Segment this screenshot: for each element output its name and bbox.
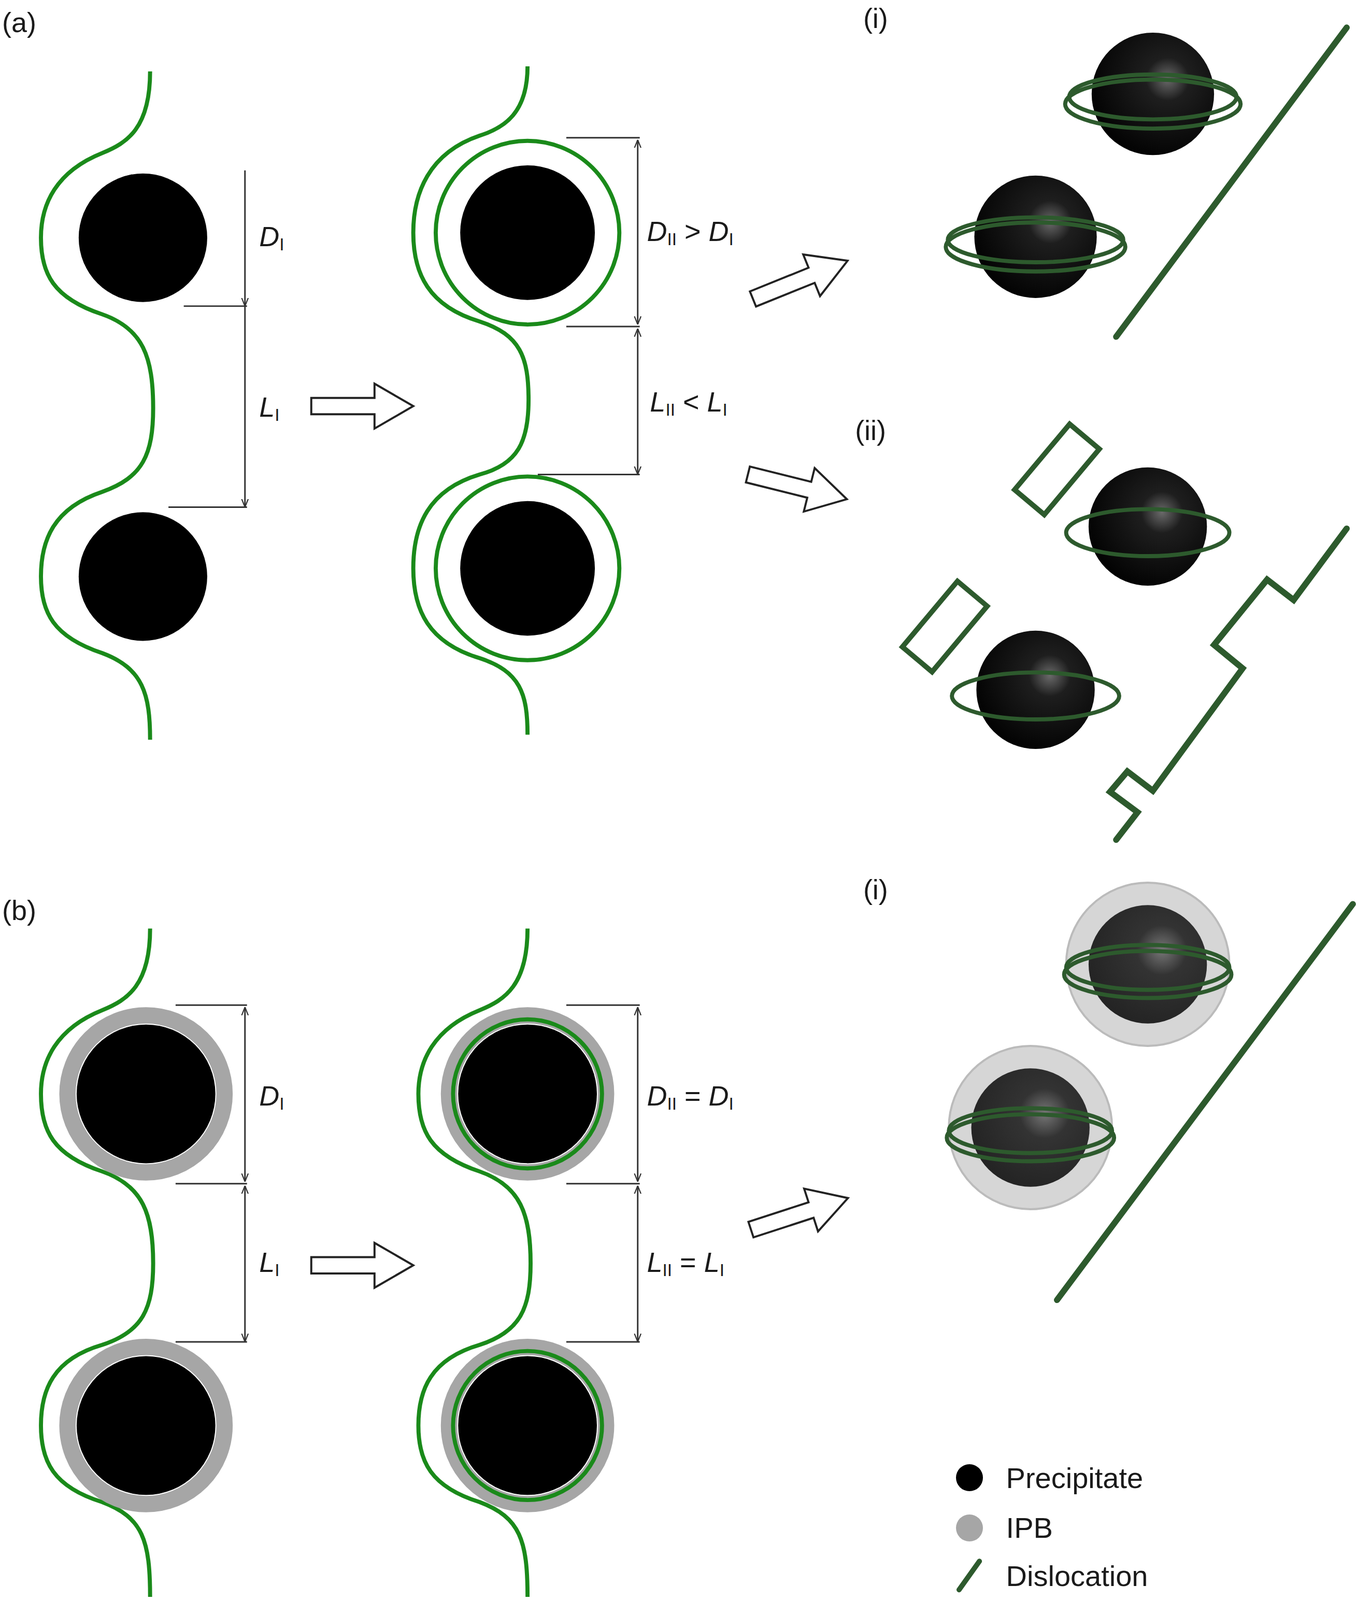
panel-a-i-3d [945,27,1347,337]
panel-label: (a) [2,7,37,38]
panel-a-looped [413,66,856,735]
panel-b-i-3d [946,882,1353,1300]
legend-text: IPB [1006,1511,1053,1544]
legend-text: Precipitate [1006,1461,1144,1494]
dimension-label: LII = LI [646,1246,725,1280]
panel-label: (i) [863,3,889,34]
panel-b-initial [40,928,414,1597]
dimension-label: DI [259,221,284,255]
legend-swatch [955,1463,983,1491]
legend-line-sample [959,1560,980,1590]
panel-label: (ii) [854,415,887,446]
panel-a-initial [40,71,414,740]
legend-text: Dislocation [1006,1559,1149,1592]
dimension-label: LI [259,391,280,425]
panel-label: (i) [863,874,889,905]
panel-b-looped [418,928,855,1597]
dimension-label: DII = DI [646,1080,734,1114]
dimension-label: LII < LI [649,386,728,420]
legend-swatch [955,1514,983,1541]
dimension-label: DII > DI [646,216,734,250]
dimension-label: LI [259,1246,280,1280]
dimension-label: DI [259,1080,284,1114]
panel-a-ii-3d [902,423,1347,840]
panel-label: (b) [2,894,37,926]
